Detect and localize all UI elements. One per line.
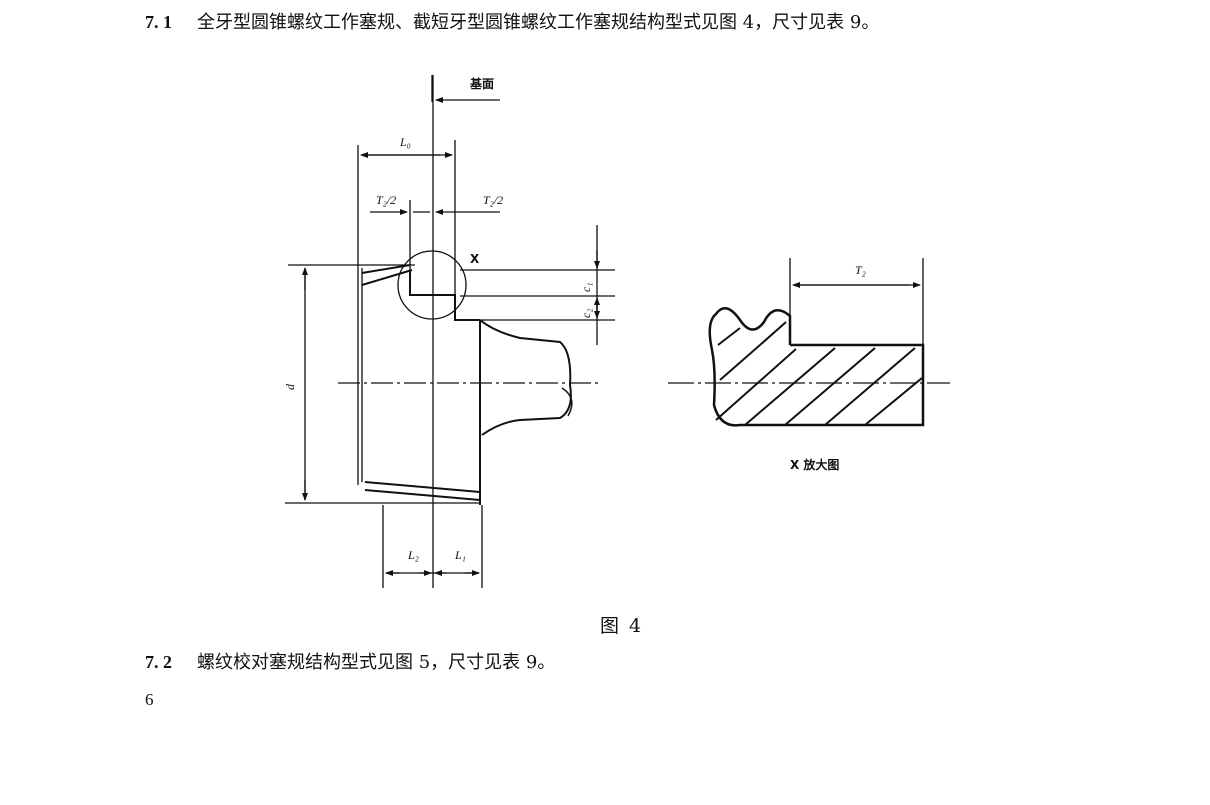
label-base: 基面 (469, 76, 494, 91)
section-number: 7. 2 (145, 652, 172, 672)
section-7-2: 7. 2 螺纹校对塞规结构型式见图 5，尺寸见表 9。 (145, 648, 555, 674)
label-X: X (470, 252, 480, 266)
label-c2: c₂ (579, 309, 593, 319)
label-L2: L₂ (407, 548, 419, 562)
figure-caption: 图 4 (600, 615, 644, 637)
label-T2-half-right: T₂/2 (483, 193, 503, 207)
label-d: d (283, 383, 297, 390)
label-detail: X 放大图 (790, 457, 839, 472)
label-L0: L₀ (399, 135, 411, 149)
section-7-1: 7. 1 全牙型圆锥螺纹工作塞规、截短牙型圆锥螺纹工作塞规结构型式见图 4，尺寸见… (145, 8, 879, 34)
section-text: 螺纹校对塞规结构型式见图 5，尺寸见表 9。 (197, 652, 556, 673)
label-T2: T₂ (855, 263, 866, 277)
label-T2-half-left: T₂/2 (376, 193, 396, 207)
section-text: 全牙型圆锥螺纹工作塞规、截短牙型圆锥螺纹工作塞规结构型式见图 4，尺寸见表 9。 (197, 12, 880, 33)
page-number: 6 (145, 690, 154, 709)
section-number: 7. 1 (145, 12, 172, 32)
label-L1: L₁ (454, 548, 466, 562)
label-c1: c₁ (579, 283, 593, 293)
